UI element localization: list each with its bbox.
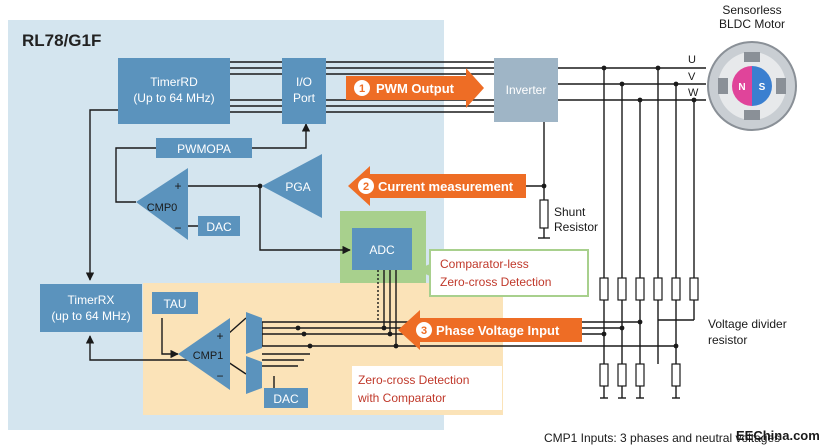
callout-phase-num: 3 xyxy=(421,325,427,337)
callout-current-num: 2 xyxy=(363,181,369,193)
cmp1-label: CMP1 xyxy=(193,350,224,362)
timerrd-block xyxy=(118,58,230,124)
cmp0-minus: − xyxy=(174,221,181,235)
pga-label: PGA xyxy=(285,180,310,194)
timerrx-label: TimerRX xyxy=(68,293,115,307)
timerrx-sub: (up to 64 MHz) xyxy=(51,309,130,323)
junction-dots xyxy=(257,65,697,349)
pwmopa-block xyxy=(156,138,252,158)
callout-current: 2 Current measurement xyxy=(348,166,526,206)
phase-w-label: W xyxy=(688,87,699,99)
pga-triangle xyxy=(262,154,322,218)
comparator-less-line2: Zero-cross Detection xyxy=(440,275,551,289)
zero-cross-line1: Zero-cross Detection xyxy=(358,373,469,387)
callout-pwm: 1 PWM Output xyxy=(346,68,484,108)
shunt-label-2: Resistor xyxy=(554,220,598,234)
adc-block xyxy=(352,228,412,270)
rotor-s: S xyxy=(759,82,766,93)
timerrd-label: TimerRD xyxy=(150,75,198,89)
divider-label-2: resistor xyxy=(708,333,747,347)
io-port-label: I/O xyxy=(296,75,312,89)
cmp0-label: CMP0 xyxy=(147,202,178,214)
adc-label: ADC xyxy=(369,243,395,257)
dac0-block xyxy=(198,216,240,236)
callout-phase-text: Phase Voltage Input xyxy=(436,323,560,338)
rotor-n: N xyxy=(738,82,745,93)
pwmopa-label: PWMOPA xyxy=(177,142,231,156)
dac0-label: DAC xyxy=(206,220,232,234)
mux-plus xyxy=(246,312,262,354)
caption: CMP1 Inputs: 3 phases and neutral voltag… xyxy=(544,431,780,445)
motor-label-1: Sensorless xyxy=(722,3,781,17)
dac1-label: DAC xyxy=(273,392,299,406)
watermark: EEChina.com xyxy=(736,428,820,443)
tau-label: TAU xyxy=(163,297,186,311)
comparator-less-note: Comparator-less Zero-cross Detection xyxy=(416,249,589,297)
timerrd-sub: (Up to 64 MHz) xyxy=(133,91,214,105)
timerrx-block xyxy=(40,284,142,332)
phase-u-label: U xyxy=(688,54,696,66)
tau-block xyxy=(152,292,198,314)
cmp0-triangle xyxy=(136,168,188,240)
inverter-label: Inverter xyxy=(506,83,547,97)
inverter-block xyxy=(494,58,558,122)
zero-cross-note: Zero-cross Detection with Comparator xyxy=(352,366,502,410)
callout-phase: 3 Phase Voltage Input xyxy=(398,310,582,350)
cmp1-minus: − xyxy=(216,369,223,383)
cmp0-plus: + xyxy=(174,179,181,193)
bldc-motor: N S xyxy=(707,41,797,131)
divider-label-1: Voltage divider xyxy=(708,317,787,331)
shunt-resistor xyxy=(539,199,549,229)
callout-pwm-num: 1 xyxy=(359,83,365,95)
comparator-less-line1: Comparator-less xyxy=(440,257,529,271)
cmp1-plus: + xyxy=(216,329,223,343)
zero-cross-line2: with Comparator xyxy=(357,391,446,405)
io-port-sub: Port xyxy=(293,91,316,105)
motor-label-2: BLDC Motor xyxy=(719,17,785,31)
mux-minus xyxy=(246,356,262,394)
cmp1-triangle xyxy=(178,318,230,390)
phase-v-label: V xyxy=(688,71,696,83)
io-port-block xyxy=(282,58,326,124)
callout-pwm-text: PWM Output xyxy=(376,81,455,96)
chip-title: RL78/G1F xyxy=(22,31,101,50)
callout-current-text: Current measurement xyxy=(378,179,514,194)
dac1-block xyxy=(264,388,308,408)
divider-resistors xyxy=(599,277,699,387)
shunt-label-1: Shunt xyxy=(554,205,586,219)
